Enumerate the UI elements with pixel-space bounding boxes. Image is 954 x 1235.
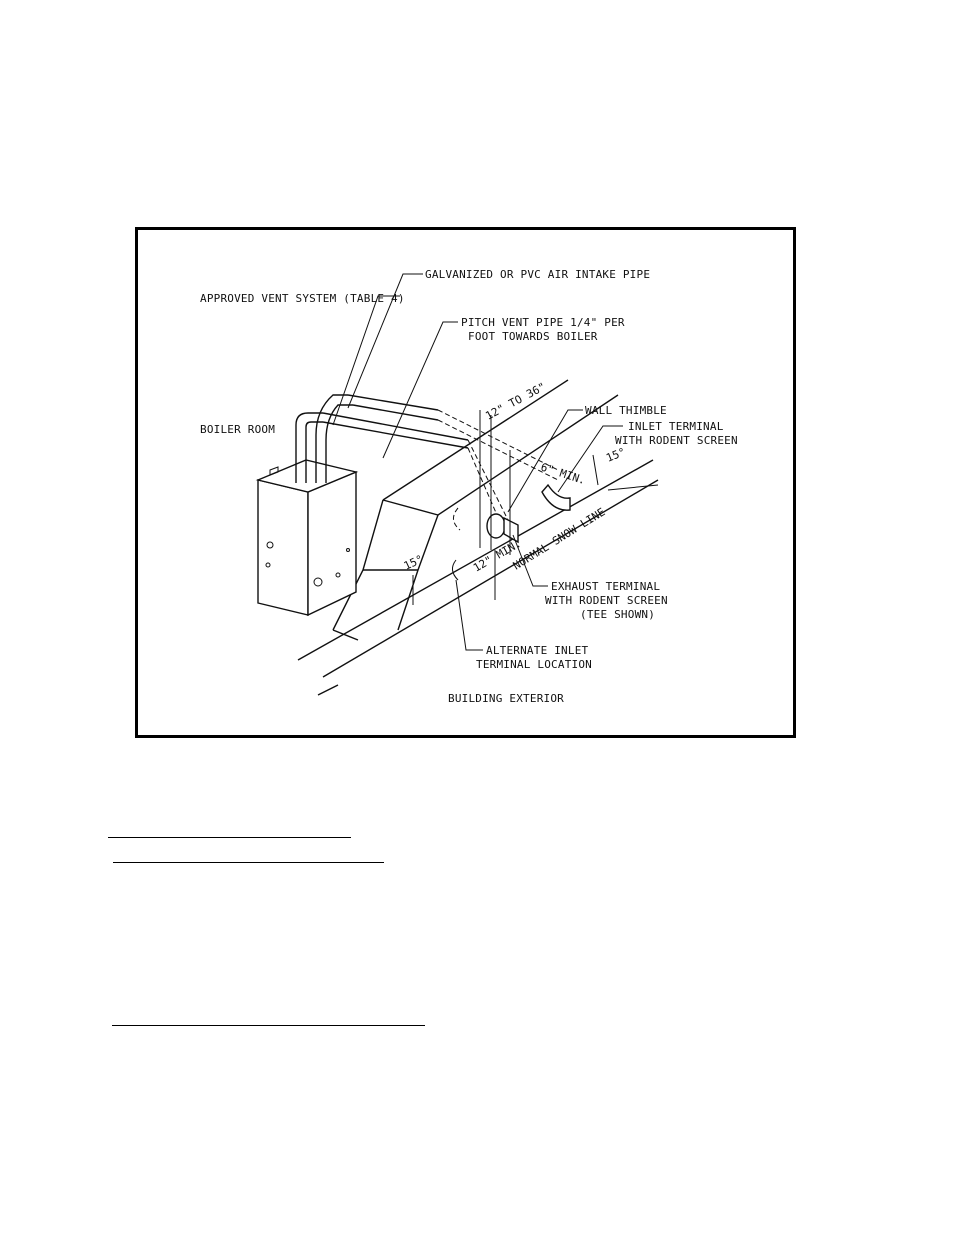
underline-rule-1 xyxy=(108,837,351,838)
label-pitch-line1: PITCH VENT PIPE 1/4" PER xyxy=(461,316,625,329)
label-angle-right: 15° xyxy=(604,445,627,464)
vent-diagram-figure: APPROVED VENT SYSTEM (TABLE 4) GALVANIZE… xyxy=(135,227,796,738)
label-alternate-line1: ALTERNATE INLET xyxy=(486,644,589,657)
boiler-unit xyxy=(255,459,359,617)
label-exhaust-line1: EXHAUST TERMINAL xyxy=(551,580,660,593)
label-alternate-line2: TERMINAL LOCATION xyxy=(476,658,592,671)
label-inlet-line1: INLET TERMINAL xyxy=(628,420,724,433)
label-air-intake: GALVANIZED OR PVC AIR INTAKE PIPE xyxy=(425,268,650,281)
label-building-exterior: BUILDING EXTERIOR xyxy=(448,692,564,705)
exterior-wall xyxy=(332,379,619,641)
label-pitch-line2: FOOT TOWARDS BOILER xyxy=(468,330,598,343)
label-dim-6-min: 6" MIN. xyxy=(539,460,587,487)
vent-diagram-svg: APPROVED VENT SYSTEM (TABLE 4) GALVANIZE… xyxy=(200,268,738,705)
label-approved-vent: APPROVED VENT SYSTEM (TABLE 4) xyxy=(200,292,405,305)
label-inlet-line2: WITH RODENT SCREEN xyxy=(615,434,738,447)
label-boiler-room: BOILER ROOM xyxy=(200,423,275,436)
label-dim-12-36: 12" TO 36" xyxy=(483,380,548,423)
underline-rule-2 xyxy=(113,862,384,863)
ground-lines xyxy=(297,459,659,696)
label-angle-left: 15° xyxy=(402,553,426,573)
label-exhaust-line3: (TEE SHOWN) xyxy=(580,608,655,621)
dimension-lines xyxy=(412,410,659,605)
vent-pipes xyxy=(295,394,559,523)
leader-lines xyxy=(332,273,623,651)
label-wall-thimble: WALL THIMBLE xyxy=(585,404,667,417)
label-snow-line: NORMAL SNOW LINE xyxy=(511,505,608,572)
underline-rule-3 xyxy=(112,1025,425,1026)
label-exhaust-line2: WITH RODENT SCREEN xyxy=(545,594,668,607)
